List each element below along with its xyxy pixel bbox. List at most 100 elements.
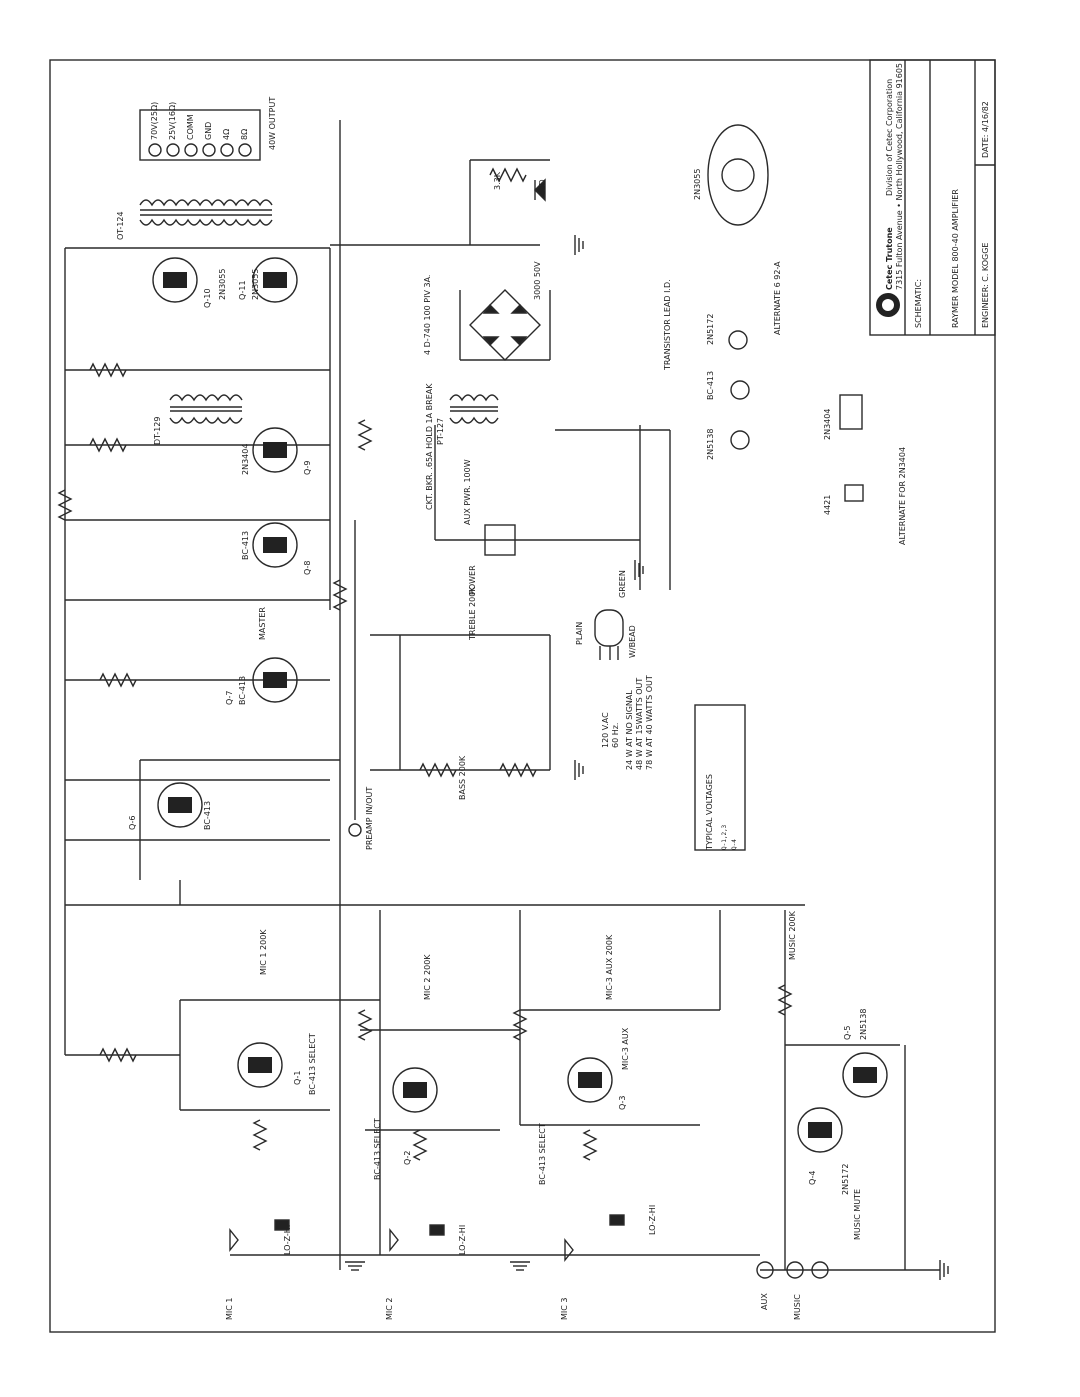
led-resistor-label: 3.3K	[493, 171, 502, 190]
resistor-150k	[777, 984, 793, 1016]
pt-127-coil	[449, 394, 499, 402]
jack2-label: LO-Z-HI	[458, 1225, 467, 1255]
control-treble: TREBLE 200K	[468, 586, 477, 641]
q8-type: BC-413	[241, 531, 250, 560]
plug-plain: PLAIN	[575, 622, 584, 645]
bc413-package	[730, 380, 750, 400]
ot-124-label: OT-124	[116, 211, 125, 240]
title-block: Cetec Trutone Division of Cetec Corporat…	[869, 59, 996, 336]
voltage-table-title: TYPICAL VOLTAGES	[705, 774, 714, 851]
terminal-70v: 70V(25Ω)	[150, 102, 159, 140]
ot-124-coil	[139, 199, 273, 207]
transformers: OT-124 DT-129 PT-127	[116, 199, 499, 445]
resistor-1k-q2	[412, 1129, 428, 1161]
2n3055-package	[707, 124, 769, 226]
line-power-idle: 24 W AT NO SIGNAL	[625, 690, 634, 770]
transistor-q6	[157, 782, 203, 828]
control-mic3: MIC-3 AUX 200K	[605, 934, 614, 1000]
schematic-label: SCHEMATIC:	[914, 279, 923, 328]
resistor-68k-q2	[357, 1009, 373, 1041]
q3-type: BC-413 SELECT	[538, 1123, 547, 1185]
transistor-q10	[152, 257, 198, 303]
preamp-jack	[348, 823, 362, 837]
power-plug	[594, 609, 624, 660]
2n5172-package	[728, 330, 748, 350]
ground-symbols	[345, 235, 949, 1280]
aux-power-label: AUX PWR. 100W	[463, 459, 472, 525]
terminal-25v: 25V(16Ω)	[168, 102, 177, 140]
aux-input-label: AUX	[760, 1293, 769, 1310]
q4-label: Q-4	[808, 1171, 817, 1186]
transistor-q9	[252, 427, 298, 473]
q1-label: Q-1	[293, 1071, 302, 1086]
bridge-label: 4 D-740 100 PIV 3A.	[423, 275, 432, 355]
q9-type: 2N3404	[241, 444, 250, 475]
resistor-68k-in	[99, 1047, 137, 1063]
terminal-comm: COMM	[186, 114, 195, 140]
control-mic2: MIC 2 200K	[423, 954, 432, 1000]
q10-type: 2N3055	[218, 269, 227, 300]
control-music: MUSIC 200K	[788, 910, 797, 960]
q2-type: BC-413 SELECT	[373, 1118, 382, 1180]
lead-part-2n3055: 2N3055	[693, 169, 702, 200]
resistor-1k-q1	[252, 1119, 268, 1151]
mic2-label: MIC 2	[385, 1298, 394, 1320]
plug-green: GREEN	[618, 570, 627, 598]
switch-music-mute: MUSIC MUTE	[853, 1189, 862, 1240]
transistor-q1	[237, 1042, 283, 1088]
transistor-symbols	[152, 257, 888, 1153]
jack3-label: LO-Z-HI	[648, 1205, 657, 1235]
line-power-40w: 78 W AT 40 WATTS OUT	[645, 675, 654, 770]
2n3404-package	[839, 394, 863, 430]
filter-cap-label: 3000 50V	[533, 261, 542, 300]
lead-part-2n5138: 2N5138	[706, 429, 715, 460]
control-mic1: MIC 1 200K	[259, 929, 268, 975]
q2-label: Q-2	[403, 1151, 412, 1166]
q3-label: Q-3	[618, 1096, 627, 1111]
dt-129-coil	[169, 394, 243, 402]
bridge-rectifier	[469, 289, 541, 361]
terminal-4ohm: 4Ω	[222, 129, 231, 140]
resistor-1k-q8	[332, 579, 348, 611]
lead-part-4421: 4421	[823, 495, 832, 515]
component-labels: TRANSISTOR LEAD I.D. 2N3055 2N5172 BC-41…	[225, 169, 907, 1320]
jack1-label: LO-Z-HI	[283, 1225, 292, 1255]
terminal-gnd: GND	[204, 122, 213, 140]
mic1-jack	[229, 1228, 239, 1252]
lead-part-2n5172: 2N5172	[706, 314, 715, 345]
q7-label: Q-7	[225, 691, 234, 706]
q4-type: 2N5172	[841, 1164, 850, 1195]
preamp-label: PREAMP IN/OUT	[365, 787, 374, 850]
resistor-68k-q3	[512, 1009, 528, 1041]
input-jacks	[229, 823, 829, 1279]
transistor-labels: Q-10 2N3055 Q-11 2N3055 Q-9 2N3404 Q-8 B…	[128, 269, 868, 1195]
company-sub: Division of Cetec Corporation	[885, 79, 894, 196]
line-power-15w: 48 W AT 15WATTS OUT	[635, 678, 644, 770]
schematic-title: RAYMER MODEL 800-40 AMPLIFIER	[951, 189, 960, 328]
q11-type: 2N3055	[251, 269, 260, 300]
music-jack-2	[811, 1261, 829, 1279]
transistor-q4	[797, 1107, 843, 1153]
control-master: MASTER	[258, 607, 267, 640]
mic1-label: MIC 1	[225, 1298, 234, 1320]
transistor-lead-id	[707, 124, 864, 502]
transistor-q11	[252, 257, 298, 303]
transistor-q7	[252, 657, 298, 703]
resistor-15k	[419, 762, 457, 778]
aux-power-outlet	[484, 524, 516, 556]
line-frequency: 60 Hz.	[611, 723, 620, 748]
transistor-q3	[567, 1057, 613, 1103]
q11-label: Q-11	[238, 280, 247, 300]
lead-alt1: ALTERNATE 6 92-A	[773, 261, 782, 335]
resistor-3-9k	[57, 489, 73, 521]
mic2-jack	[389, 1228, 399, 1252]
resistor-3-3k-led	[489, 167, 527, 183]
music-input-label: MUSIC	[793, 1294, 802, 1320]
date-field: DATE: 4/16/82	[981, 101, 990, 158]
resistor-12k	[89, 437, 127, 453]
resistor-1k-q3	[582, 1129, 598, 1161]
q1-type: BC-413 SELECT	[308, 1033, 317, 1095]
resistor-6-8k	[357, 419, 373, 451]
q10-label: Q-10	[203, 288, 212, 308]
